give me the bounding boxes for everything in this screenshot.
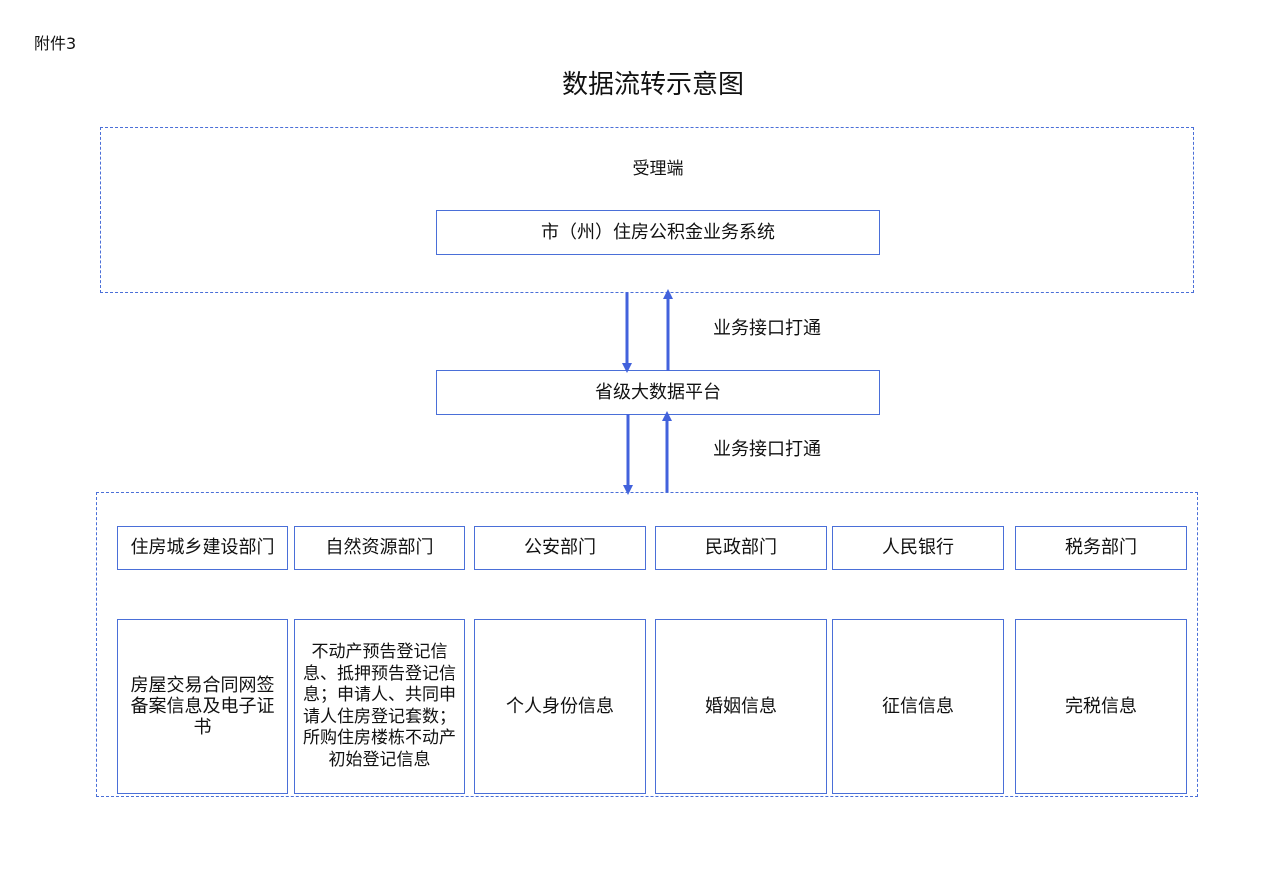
dept-civil-affairs: 民政部门 (655, 526, 827, 570)
info-public-security: 个人身份信息 (474, 619, 646, 794)
receiving-end-label: 受理端 (632, 159, 684, 179)
info-peoples-bank: 征信信息 (832, 619, 1004, 794)
info-housing-construction: 房屋交易合同网签备案信息及电子证书 (117, 619, 288, 794)
dept-housing-construction: 住房城乡建设部门 (117, 526, 288, 570)
info-natural-resources: 不动产预告登记信息、抵押预告登记信息；申请人、共同申请人住房登记套数；所购住房楼… (294, 619, 465, 794)
diagram-title: 数据流转示意图 (561, 70, 744, 100)
provincial-platform-box: 省级大数据平台 (436, 370, 880, 415)
dept-taxation: 税务部门 (1015, 526, 1187, 570)
link-label-lower: 业务接口打通 (713, 439, 821, 460)
departments-region (96, 492, 1198, 797)
info-taxation: 完税信息 (1015, 619, 1187, 794)
info-civil-affairs: 婚姻信息 (655, 619, 827, 794)
receiving-end-region (100, 127, 1194, 293)
attachment-label: 附件3 (34, 34, 77, 53)
link-label-upper: 业务接口打通 (713, 318, 821, 339)
dept-peoples-bank: 人民银行 (832, 526, 1004, 570)
dept-natural-resources: 自然资源部门 (294, 526, 465, 570)
housing-fund-system-box: 市（州）住房公积金业务系统 (436, 210, 880, 255)
dept-public-security: 公安部门 (474, 526, 646, 570)
